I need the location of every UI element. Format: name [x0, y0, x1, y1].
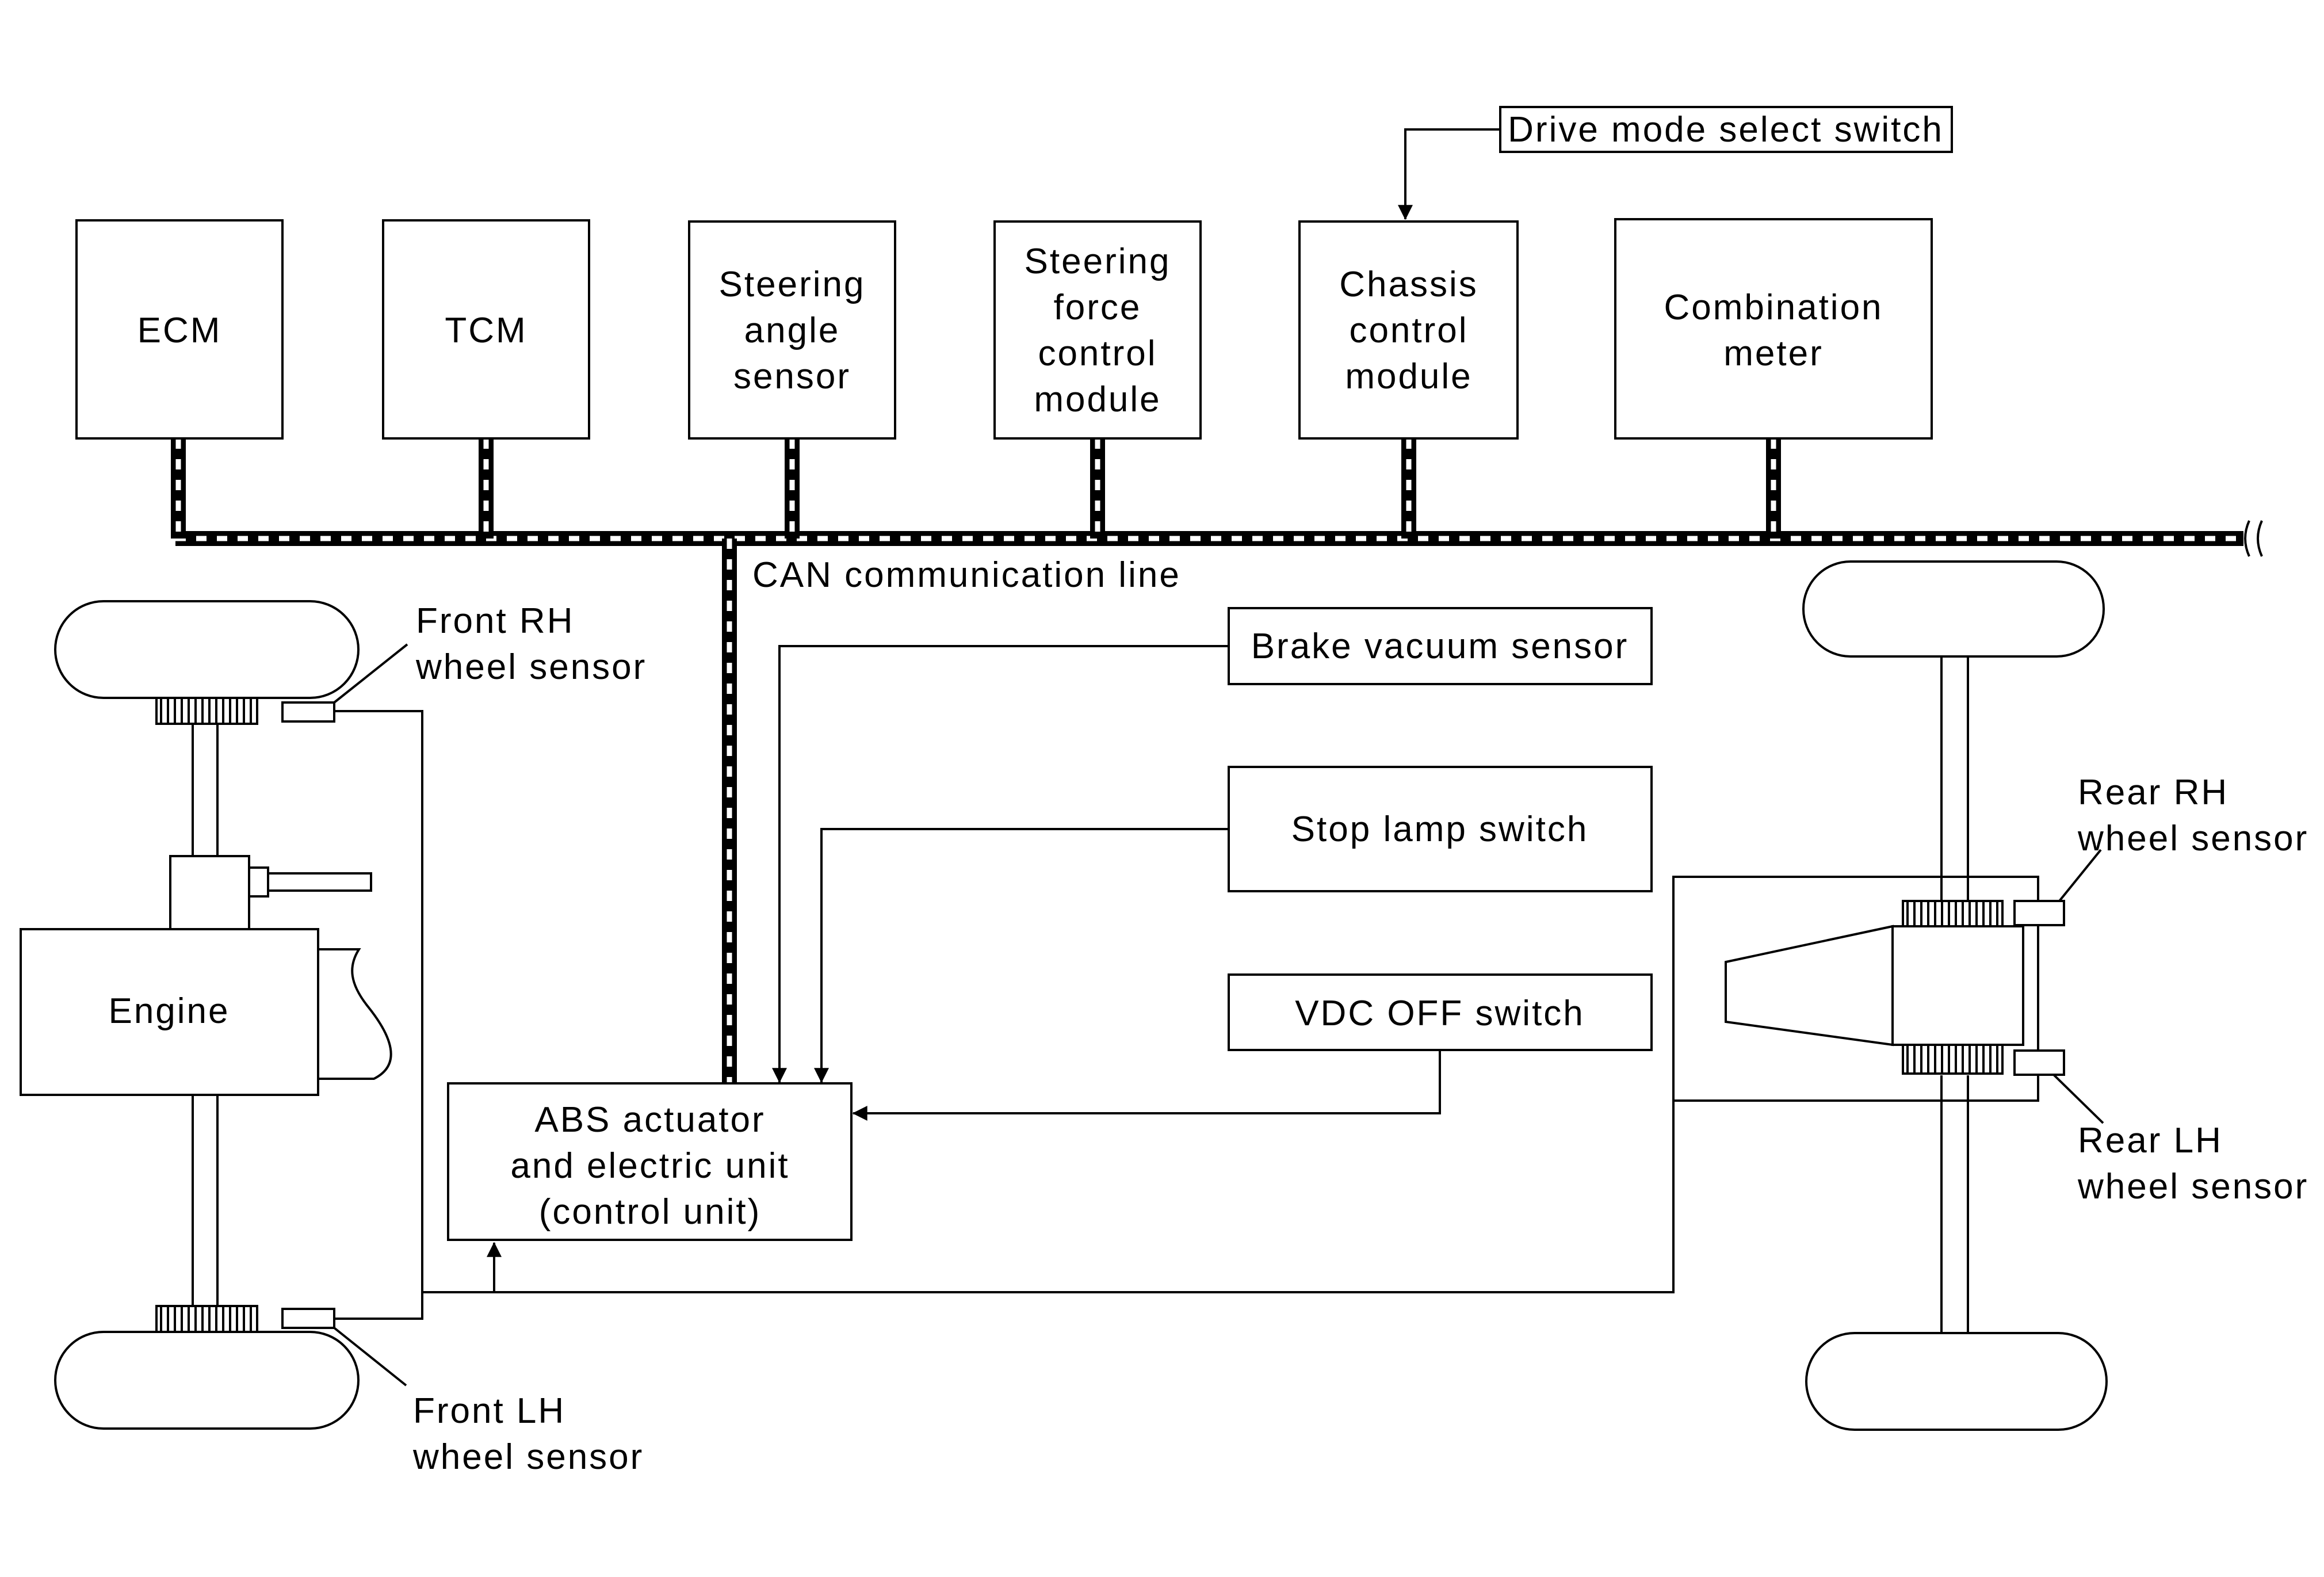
front-rh-label-line1: Front RH [416, 601, 574, 641]
wheel-sensor-wiring [334, 710, 2039, 1320]
front-rh-wheel: Front RH wheel sensor [54, 600, 647, 725]
tcm-box: TCM [382, 219, 590, 440]
steering-angle-sensor-label-line3: sensor [733, 357, 851, 396]
combination-meter-box: Combination meter [1614, 218, 1933, 440]
front-lh-label-line2: wheel sensor [412, 1437, 644, 1477]
steering-force-control-module-box: Steering force control module [993, 220, 1202, 440]
steering-force-label-line3: control [1038, 334, 1157, 373]
abs-label-line2: and electric unit [510, 1146, 789, 1186]
front-rh-label-line2: wheel sensor [415, 647, 647, 687]
engine-box [20, 928, 319, 1096]
steering-angle-sensor-box: Steering angle sensor [688, 220, 896, 440]
rear-rh-label-line2: wheel sensor [2077, 819, 2308, 858]
abs-label-line3: (control unit) [539, 1192, 762, 1232]
front-axle: Engine [20, 724, 392, 1306]
front-lh-wheel: Front LH wheel sensor [54, 1305, 644, 1477]
steering-gear-box [169, 855, 250, 930]
rear-lh-wheel [1805, 1332, 2108, 1431]
front-lh-label-line1: Front LH [413, 1391, 565, 1431]
abs-actuator-box: ABS actuator and electric unit (control … [447, 1082, 853, 1241]
ecm-label: ECM [137, 311, 222, 350]
brake-vacuum-sensor: Brake vacuum sensor [772, 607, 1653, 1083]
front-rh-wheel-sensor [281, 701, 335, 723]
front-lh-wheel-sensor [281, 1308, 335, 1329]
chassis-control-label-line3: module [1345, 357, 1472, 396]
steering-force-label-line2: force [1054, 288, 1142, 327]
drive-mode-select-switch: Drive mode select switch [1398, 106, 1953, 220]
chassis-control-label-line1: Chassis [1339, 265, 1478, 304]
rear-rh-wheel [1802, 560, 2105, 658]
steering-angle-sensor-label-line1: Steering [719, 265, 866, 304]
chassis-control-module-box: Chassis control module [1298, 220, 1519, 440]
can-line-label: CAN communication line [752, 555, 1181, 595]
drive-mode-select-switch-label: Drive mode select switch [1508, 110, 1944, 150]
steering-angle-sensor-label-line2: angle [744, 311, 840, 350]
rear-rh-wheel-sensor [2013, 900, 2065, 926]
drive-mode-arrow [1398, 128, 1500, 220]
rear-lh-wheel-sensor [2013, 1049, 2065, 1076]
can-bus [171, 438, 2263, 1087]
chassis-control-label-line2: control [1349, 311, 1468, 350]
rear-axle: Rear RH wheel sensor Rear LH wheel senso… [1725, 560, 2308, 1431]
line-break-symbol [2244, 520, 2250, 557]
abs-label-line1: ABS actuator [534, 1100, 765, 1140]
stop-lamp-switch-label: Stop lamp switch [1291, 809, 1589, 849]
stop-lamp-switch: Stop lamp switch [814, 766, 1653, 1083]
vdc-off-switch: VDC OFF switch [852, 973, 1653, 1121]
rear-lh-label-line2: wheel sensor [2077, 1167, 2308, 1206]
rear-rh-label-line1: Rear RH [2078, 773, 2229, 812]
brake-vacuum-sensor-label: Brake vacuum sensor [1251, 627, 1629, 666]
differential [1891, 925, 2024, 1046]
combination-meter-label-line1: Combination [1664, 288, 1883, 327]
combination-meter-label-line2: meter [1723, 334, 1823, 373]
ecm-box: ECM [75, 219, 284, 440]
engine-label: Engine [108, 991, 230, 1031]
vdc-off-switch-label: VDC OFF switch [1295, 994, 1585, 1033]
steering-force-label-line4: module [1034, 380, 1161, 419]
tcm-label: TCM [445, 311, 527, 350]
rear-lh-label-line1: Rear LH [2078, 1121, 2223, 1160]
steering-force-label-line1: Steering [1025, 242, 1171, 281]
